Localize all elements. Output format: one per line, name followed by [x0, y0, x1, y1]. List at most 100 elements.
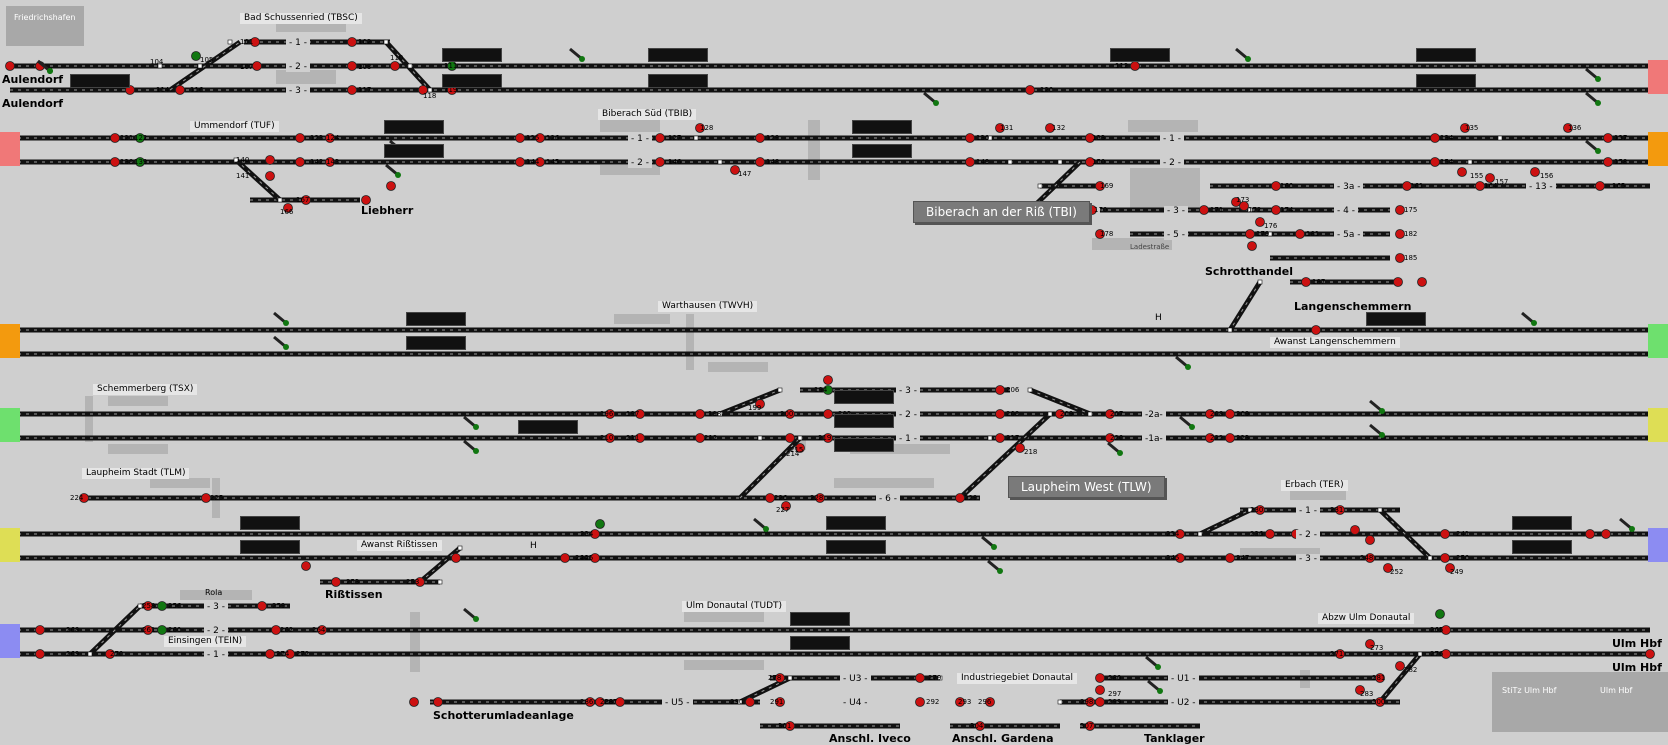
signal-lamp[interactable] [775, 697, 785, 707]
signal-lamp[interactable] [1265, 529, 1275, 539]
signal-lamp[interactable] [590, 553, 600, 563]
signal-lamp[interactable] [1301, 277, 1311, 287]
signal-lamp[interactable] [1205, 409, 1215, 419]
station-liebherr[interactable]: Liebherr [361, 204, 414, 217]
signal-lamp[interactable] [785, 409, 795, 419]
switch-marker[interactable] [1227, 327, 1233, 333]
train-number-display[interactable] [648, 74, 708, 88]
signal-lamp[interactable] [191, 51, 201, 61]
train-number-display[interactable] [1416, 48, 1476, 62]
signal-lamp[interactable] [5, 61, 15, 71]
signal-lamp[interactable] [785, 721, 795, 731]
signal-lamp[interactable] [1205, 433, 1215, 443]
switch-marker[interactable] [1037, 183, 1043, 189]
train-number-display[interactable] [790, 612, 850, 626]
switch-marker[interactable] [407, 63, 413, 69]
train-number-display[interactable] [1366, 312, 1426, 326]
shunt-signal-icon[interactable] [1107, 441, 1123, 456]
signal-lamp[interactable] [605, 409, 615, 419]
train-number-display[interactable] [852, 144, 912, 158]
signal-lamp[interactable] [1375, 673, 1385, 683]
train-number-display[interactable] [834, 438, 894, 452]
signal-lamp[interactable] [785, 433, 795, 443]
train-number-display[interactable] [826, 540, 886, 554]
signal-lamp[interactable] [265, 649, 275, 659]
signal-lamp[interactable] [1395, 661, 1405, 671]
signal-lamp[interactable] [1295, 229, 1305, 239]
signal-lamp[interactable] [823, 433, 833, 443]
switch-marker[interactable] [427, 87, 433, 93]
signal-lamp[interactable] [1225, 553, 1235, 563]
signal-lamp[interactable] [1175, 553, 1185, 563]
switch-marker[interactable] [437, 579, 443, 585]
station-anschl-iveco[interactable]: Anschl. Iveco [829, 732, 911, 745]
signal-lamp[interactable] [451, 553, 461, 563]
signal-lamp[interactable] [1095, 685, 1105, 695]
shunt-signal-icon[interactable] [1369, 423, 1385, 438]
shunt-signal-icon[interactable] [1235, 47, 1251, 62]
station-aulendorf-1[interactable]: Aulendorf [2, 73, 64, 86]
switch-marker[interactable] [1247, 507, 1253, 513]
signal-lamp[interactable] [1311, 325, 1321, 335]
signal-lamp[interactable] [409, 697, 419, 707]
signal-lamp[interactable] [201, 493, 211, 503]
signal-lamp[interactable] [1435, 609, 1445, 619]
signal-lamp[interactable] [755, 157, 765, 167]
edge-connector-ummendorf-left[interactable] [0, 132, 20, 166]
train-number-display[interactable] [384, 120, 444, 134]
signal-lamp[interactable] [535, 133, 545, 143]
signal-lamp[interactable] [1585, 529, 1595, 539]
signal-lamp[interactable] [1255, 217, 1265, 227]
station-schrotthandel[interactable]: Schrotthandel [1205, 265, 1293, 278]
signal-lamp[interactable] [347, 61, 357, 71]
signal-lamp[interactable] [386, 181, 396, 191]
signal-lamp[interactable] [955, 697, 965, 707]
signal-lamp[interactable] [1239, 201, 1249, 211]
signal-lamp[interactable] [1395, 205, 1405, 215]
signal-lamp[interactable] [515, 157, 525, 167]
signal-lamp[interactable] [1603, 133, 1613, 143]
train-number-display[interactable] [518, 420, 578, 434]
signal-lamp[interactable] [655, 157, 665, 167]
shunt-signal-icon[interactable] [463, 607, 479, 622]
signal-lamp[interactable] [560, 553, 570, 563]
signal-lamp[interactable] [347, 85, 357, 95]
signal-lamp[interactable] [995, 123, 1005, 133]
shunt-signal-icon[interactable] [1585, 91, 1601, 106]
signal-lamp[interactable] [755, 133, 765, 143]
signal-lamp[interactable] [143, 625, 153, 635]
station-schotterumladeanlage[interactable]: Schotterumladeanlage [433, 709, 574, 722]
switch-marker[interactable] [787, 675, 793, 681]
signal-lamp[interactable] [1445, 563, 1455, 573]
signal-lamp[interactable] [295, 133, 305, 143]
signal-lamp[interactable] [823, 375, 833, 385]
edge-connector-erbach-right[interactable] [1648, 528, 1668, 562]
switch-marker[interactable] [1257, 279, 1263, 285]
signal-lamp[interactable] [1530, 167, 1540, 177]
signal-lamp[interactable] [79, 493, 89, 503]
signal-lamp[interactable] [975, 721, 985, 731]
signal-lamp[interactable] [1430, 133, 1440, 143]
shunt-signal-icon[interactable] [1369, 399, 1385, 414]
switch-marker[interactable] [1417, 651, 1423, 657]
signal-lamp[interactable] [955, 493, 965, 503]
switch-marker[interactable] [1047, 411, 1053, 417]
signal-lamp[interactable] [1231, 197, 1241, 207]
signal-lamp[interactable] [595, 697, 605, 707]
signal-lamp[interactable] [1085, 721, 1095, 731]
signal-lamp[interactable] [1095, 229, 1105, 239]
shunt-signal-icon[interactable] [1175, 355, 1191, 370]
shunt-signal-icon[interactable] [37, 59, 53, 74]
signal-lamp[interactable] [157, 625, 167, 635]
switch-marker[interactable] [277, 197, 283, 203]
switch-marker[interactable] [1427, 555, 1433, 561]
switch-marker[interactable] [987, 135, 993, 141]
signal-lamp[interactable] [1563, 123, 1573, 133]
station-aulendorf-2[interactable]: Aulendorf [2, 97, 64, 110]
signal-lamp[interactable] [1130, 61, 1140, 71]
train-number-display[interactable] [1110, 48, 1170, 62]
signal-lamp[interactable] [1645, 649, 1655, 659]
shunt-signal-icon[interactable] [1585, 67, 1601, 82]
signal-lamp[interactable] [1350, 525, 1360, 535]
switch-marker[interactable] [157, 63, 163, 69]
